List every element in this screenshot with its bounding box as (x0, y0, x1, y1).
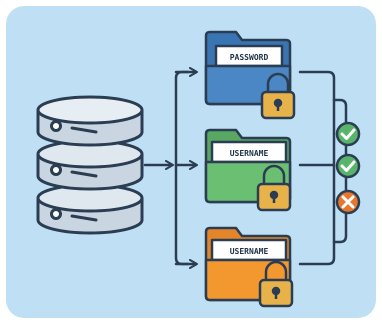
folder-label-username-green: USERNAME (230, 149, 269, 158)
database-icon (36, 95, 144, 235)
status-cross-icon-3 (335, 189, 361, 215)
database-disk-middle (36, 139, 144, 191)
padlock-icon-2 (256, 164, 292, 212)
folder-username-green: USERNAME (204, 128, 292, 204)
database-disk-bottom (36, 183, 144, 235)
database-disk-top (36, 95, 144, 147)
padlock-icon-3 (258, 260, 294, 308)
padlock-icon-1 (260, 72, 296, 120)
folder-label-username-orange: USERNAME (230, 247, 269, 256)
folder-label-password: PASSWORD (230, 53, 269, 62)
status-check-icon-1 (335, 121, 361, 147)
branch-connector (143, 67, 198, 269)
status-check-icon-2 (335, 153, 361, 179)
